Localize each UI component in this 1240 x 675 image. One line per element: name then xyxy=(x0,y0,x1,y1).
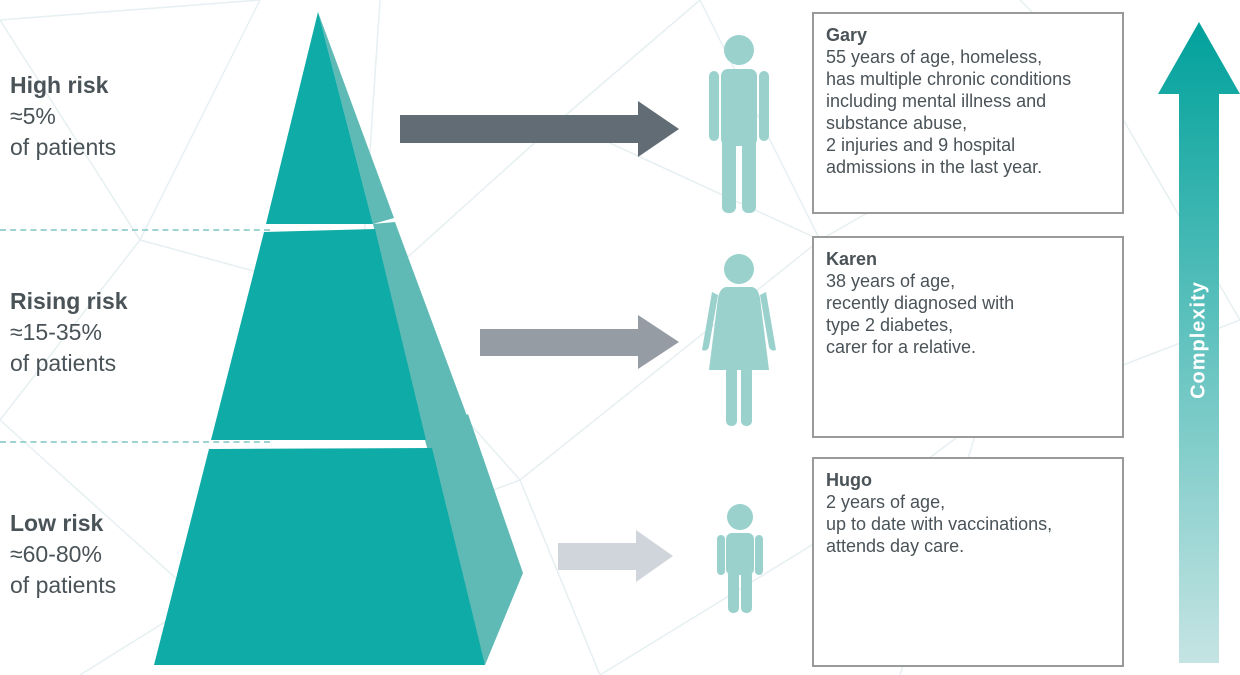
tier-suffix: of patients xyxy=(10,134,117,160)
tier-label-rising: Rising risk ≈15-35% of patients xyxy=(10,286,128,379)
tier-share: ≈15-35% xyxy=(10,319,102,345)
tier-suffix: of patients xyxy=(10,572,117,598)
tier-share: ≈60-80% xyxy=(10,541,102,567)
person-male-icon xyxy=(709,35,769,213)
patient-description: 38 years of age, recently diagnosed with… xyxy=(826,271,1015,357)
pyramid-side-rising xyxy=(373,222,467,440)
patient-card-hugo: Hugo 2 years of age, up to date with vac… xyxy=(812,457,1124,667)
patient-description: 55 years of age, homeless, has multiple … xyxy=(826,47,1072,177)
pyramid-side-high xyxy=(318,12,394,224)
arrow-right-icon xyxy=(400,101,679,157)
tier-name: Low risk xyxy=(10,510,104,536)
arrow-right-icon xyxy=(558,530,673,582)
pyramid-side-low xyxy=(425,414,523,665)
patient-name: Karen xyxy=(826,249,878,269)
patient-name: Gary xyxy=(826,25,868,45)
tier-label-low: Low risk ≈60-80% of patients xyxy=(10,508,116,601)
pyramid-tier-high xyxy=(266,12,373,224)
complexity-label: Complexity xyxy=(1187,281,1210,399)
person-child-icon xyxy=(717,504,763,613)
pyramid-tier-rising xyxy=(211,229,426,440)
patient-name: Hugo xyxy=(826,470,872,490)
patient-card-karen: Karen 38 years of age, recently diagnose… xyxy=(812,236,1124,438)
divider-rising-low xyxy=(0,441,270,443)
pyramid-tier-low xyxy=(154,448,485,665)
complexity-arrow xyxy=(1158,22,1240,663)
tier-suffix: of patients xyxy=(10,350,117,376)
tier-share: ≈5% xyxy=(10,103,56,129)
patient-description: 2 years of age, up to date with vaccinat… xyxy=(826,492,1053,556)
arrow-right-icon xyxy=(480,315,679,369)
tier-name: Rising risk xyxy=(10,288,128,314)
person-female-icon xyxy=(702,254,776,426)
patient-card-gary: Gary 55 years of age, homeless, has mult… xyxy=(812,12,1124,214)
tier-name: High risk xyxy=(10,72,109,98)
divider-high-rising xyxy=(0,229,270,231)
tier-label-high: High risk ≈5% of patients xyxy=(10,70,116,163)
